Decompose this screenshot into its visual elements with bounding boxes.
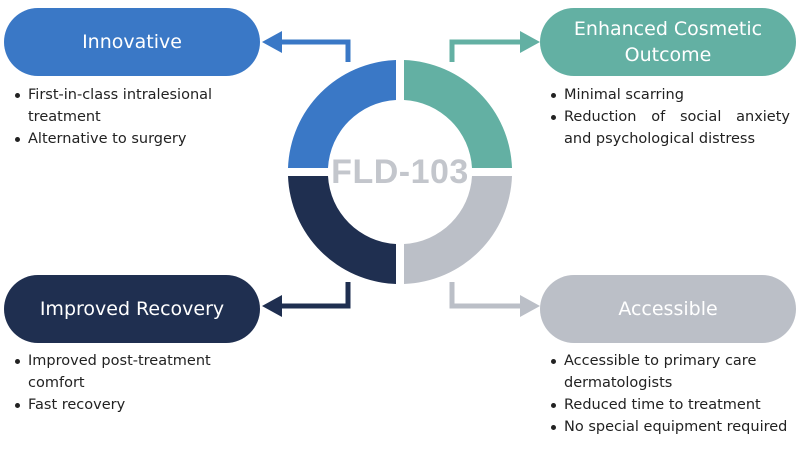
connector-cosmetic <box>449 39 522 62</box>
ring-segment-accessible <box>404 176 512 284</box>
cosmetic-title-line2: Outcome <box>624 44 712 66</box>
center-label: FLD-103 <box>331 152 469 191</box>
innovative-bullet-list: First-in-class intralesional treatment A… <box>14 84 254 150</box>
cosmetic-bullet-list: Minimal scarring Reduction of social anx… <box>550 84 790 150</box>
accessible-title: Accessible <box>618 298 718 320</box>
list-item: No special equipment required <box>550 416 790 438</box>
innovative-title: Innovative <box>82 31 182 53</box>
list-item: Minimal scarring <box>550 84 790 106</box>
innovative-pill: Innovative <box>4 8 260 76</box>
list-item: First-in-class intralesional treatment <box>14 84 254 128</box>
connector-recovery <box>280 282 351 309</box>
recovery-pill: Improved Recovery <box>4 275 260 343</box>
accessible-pill: Accessible <box>540 275 796 343</box>
cosmetic-pill: Enhanced Cosmetic Outcome <box>540 8 796 76</box>
list-item: Fast recovery <box>14 394 254 416</box>
list-item: Reduced time to treatment <box>550 394 790 416</box>
recovery-bullet-list: Improved post-treatment comfort Fast rec… <box>14 350 254 416</box>
ring-segment-innovative <box>288 60 396 168</box>
arrowhead-recovery <box>262 295 282 317</box>
arrowhead-innovative <box>262 31 282 53</box>
list-item: Alternative to surgery <box>14 128 254 150</box>
connector-accessible <box>449 282 522 309</box>
ring-segment-cosmetic <box>404 60 512 168</box>
connector-innovative <box>280 39 351 62</box>
arrowhead-accessible <box>520 295 540 317</box>
list-item: Accessible to primary care dermatologist… <box>550 350 790 394</box>
arrowhead-cosmetic <box>520 31 540 53</box>
cosmetic-title-line1: Enhanced Cosmetic <box>573 18 763 40</box>
recovery-title: Improved Recovery <box>39 298 225 320</box>
list-item: Reduction of social anxiety and psycholo… <box>550 106 790 150</box>
list-item: Improved post-treatment comfort <box>14 350 254 394</box>
ring-segment-recovery <box>288 176 396 284</box>
accessible-bullet-list: Accessible to primary care dermatologist… <box>550 350 790 438</box>
